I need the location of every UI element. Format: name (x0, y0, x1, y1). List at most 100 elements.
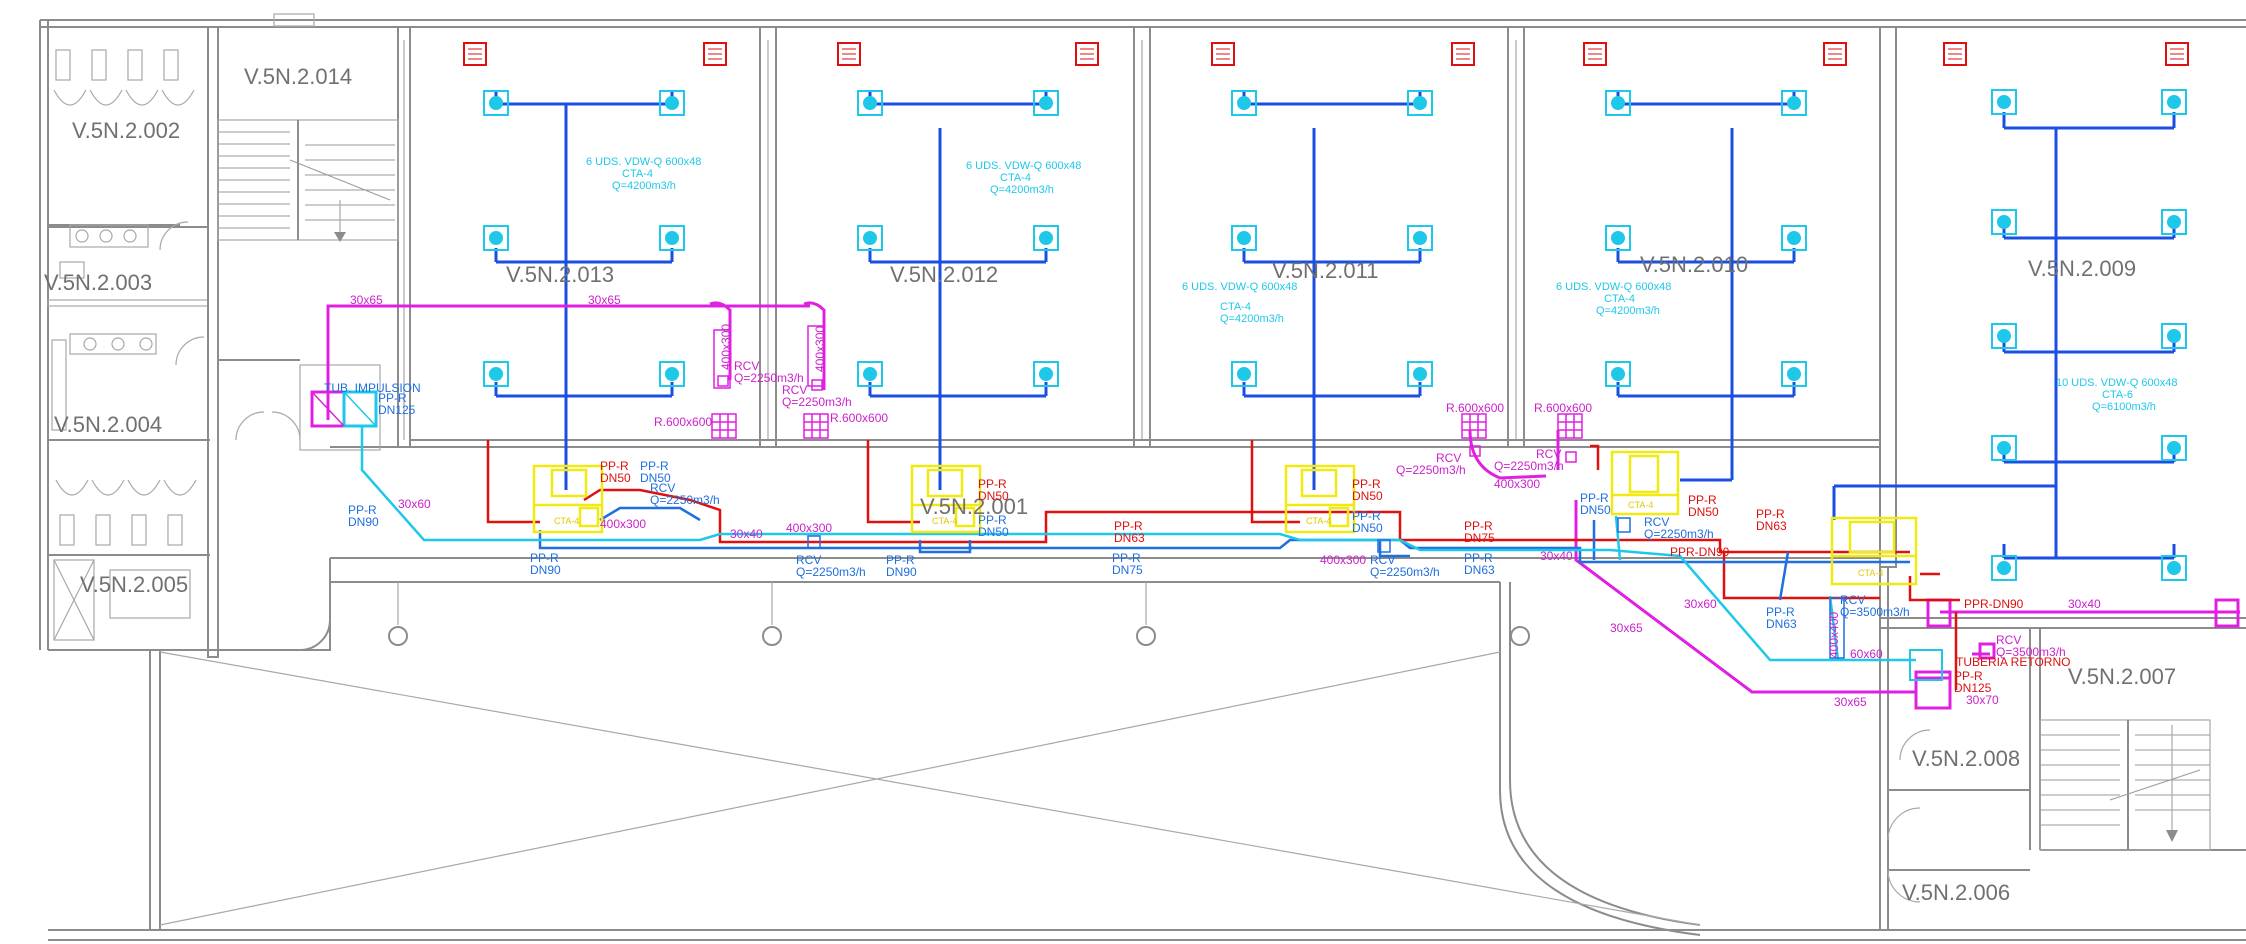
return-grille-icon (463, 42, 487, 66)
grille-size-label: R.600x600 (654, 415, 712, 429)
ahu-unit (1610, 450, 1680, 516)
room-label-003: V.5N.2.003 (44, 270, 152, 295)
return-grille-icon (1451, 42, 1475, 66)
return-grille-icon (1211, 42, 1235, 66)
duct-size-label: 400x300 (1494, 477, 1540, 491)
duct-size-label: 30x65 (588, 293, 621, 307)
pipe-label: DN63 (1756, 519, 1787, 533)
courtyard-void (48, 582, 1701, 936)
diffuser-icon (1231, 225, 1257, 251)
duct-size-label: 400x300 (813, 326, 827, 372)
return-grille-icon (1943, 42, 1967, 66)
diffuser-icon (1033, 225, 1059, 251)
diffuser-icon (1033, 361, 1059, 387)
duct-size-label: 30x65 (1610, 621, 1643, 635)
diffuser-note-line: CTA-4 (1220, 301, 1251, 313)
pipe-label: DN50 (1688, 505, 1719, 519)
grille-size-label: R.600x600 (830, 411, 888, 425)
diffuser-icon (857, 225, 883, 251)
diffuser-note-line: Q=4200m3/h (990, 184, 1054, 196)
return-grille-icon (1075, 42, 1099, 66)
diffuser-icon (1231, 361, 1257, 387)
duct-labels: 30x65 30x65 30x65 30x65 30x60 30x60 30x4… (324, 293, 2101, 709)
diffuser-icon (2161, 435, 2187, 461)
diffuser-icon (1407, 361, 1433, 387)
pipe-label: PP-R (1688, 493, 1717, 507)
ahu-unit (1284, 464, 1356, 534)
diffuser-icon (1991, 209, 2017, 235)
pipe-label: RCV (1644, 515, 1669, 529)
room-label-007: V.5N.2.007 (2068, 664, 2176, 689)
diffuser-icon (659, 225, 685, 251)
diffuser-note-line: Q=4200m3/h (1596, 305, 1660, 317)
pipe-label: Q=2250m3/h (1370, 565, 1440, 579)
diffuser-icon (1781, 361, 1807, 387)
pipe-label: Q=2250m3/h (796, 565, 866, 579)
airflow-label: Q=2250m3/h (782, 395, 852, 409)
diffuser-note-line: CTA-4 (1000, 172, 1031, 184)
air-handling-units (532, 450, 1918, 586)
diffuser-note-line: 10 UDS. VDW-Q 600x48 (2056, 377, 2177, 389)
diffuser-icon (1231, 90, 1257, 116)
diffuser-icon (1991, 323, 2017, 349)
room-label-006: V.5N.2.006 (1902, 880, 2010, 905)
diffuser-icon (1407, 90, 1433, 116)
duct-size-label: 400x300 (786, 521, 832, 535)
pipe-label: Q=3500m3/h (1840, 605, 1910, 619)
rcv-damper-icon (1565, 451, 1577, 463)
rcv-damper-icon (717, 375, 729, 387)
pipe-label: PP-R (1464, 519, 1493, 533)
return-grille-icon (1823, 42, 1847, 66)
diffuser-icon (659, 361, 685, 387)
pipe-label: PP-R (886, 553, 915, 567)
diffuser-note-line: CTA-6 (2102, 389, 2133, 401)
supply-grille-icon (803, 413, 829, 439)
duct-size-label: 400x400 (1827, 612, 1841, 658)
impulsion-label: TUB. IMPULSION (324, 381, 421, 395)
duct-size-label: 30x40 (2068, 597, 2101, 611)
duct-vertical (713, 329, 731, 389)
ductwork (310, 301, 2240, 710)
pipe-label: PP-R (978, 477, 1007, 491)
pipe-label: DN50 (978, 525, 1009, 539)
duct-grilles (711, 325, 1583, 463)
pipe-label: PP-R (1464, 551, 1493, 565)
pipe-label: PP-R (1352, 477, 1381, 491)
corridor-columns (388, 582, 1530, 646)
pipe-labels: PP-R DN125 PP-R DN90 PP-R DN90 PP-R DN50… (348, 391, 1992, 695)
diffuser-icon (857, 90, 883, 116)
pipe-label: PP-R (1352, 509, 1381, 523)
stair-007 (1879, 567, 2246, 930)
pipe-label: DN50 (1352, 521, 1383, 535)
pipe-label: PP-R (640, 459, 669, 473)
airflow-label: Q=2250m3/h (1494, 459, 1564, 473)
room-label-012: V.5N.2.012 (890, 262, 998, 287)
ahu-label: CTA-4 (554, 516, 579, 526)
return-label: TUBERIA RETORNO (1956, 655, 2070, 669)
ahu-unit (532, 464, 604, 534)
airflow-label: Q=2250m3/h (734, 371, 804, 385)
building-walls (39, 13, 2246, 941)
duct-size-label: 30x70 (1966, 693, 1999, 707)
ahu-label: CTA-4 (932, 516, 957, 526)
diffuser-icon (1605, 361, 1631, 387)
pipe-label: DN63 (1766, 617, 1797, 631)
pipe-label: PP-R (1112, 551, 1141, 565)
grille-size-label: R.600x600 (1446, 401, 1504, 415)
return-grille-icon (837, 42, 861, 66)
pipe-label: DN63 (1464, 563, 1495, 577)
diffuser-icon (1605, 90, 1631, 116)
pipe-label: PP-R (348, 503, 377, 517)
diffuser-icon (1781, 90, 1807, 116)
diffuser-icon (483, 90, 509, 116)
pipe-label: PP-R (978, 513, 1007, 527)
duct-size-label: 30x40 (1540, 549, 1573, 563)
rcv-label: RCV (1996, 633, 2021, 647)
diffuser-icon (1605, 225, 1631, 251)
pipe-label: DN125 (1954, 681, 1992, 695)
supply-air-trees (494, 90, 2176, 560)
supply-grille-icon (1461, 413, 1487, 439)
return-grille-icon (703, 42, 727, 66)
grille-size-label: R.600x600 (1534, 401, 1592, 415)
duct-size-label: 30x65 (1834, 695, 1867, 709)
